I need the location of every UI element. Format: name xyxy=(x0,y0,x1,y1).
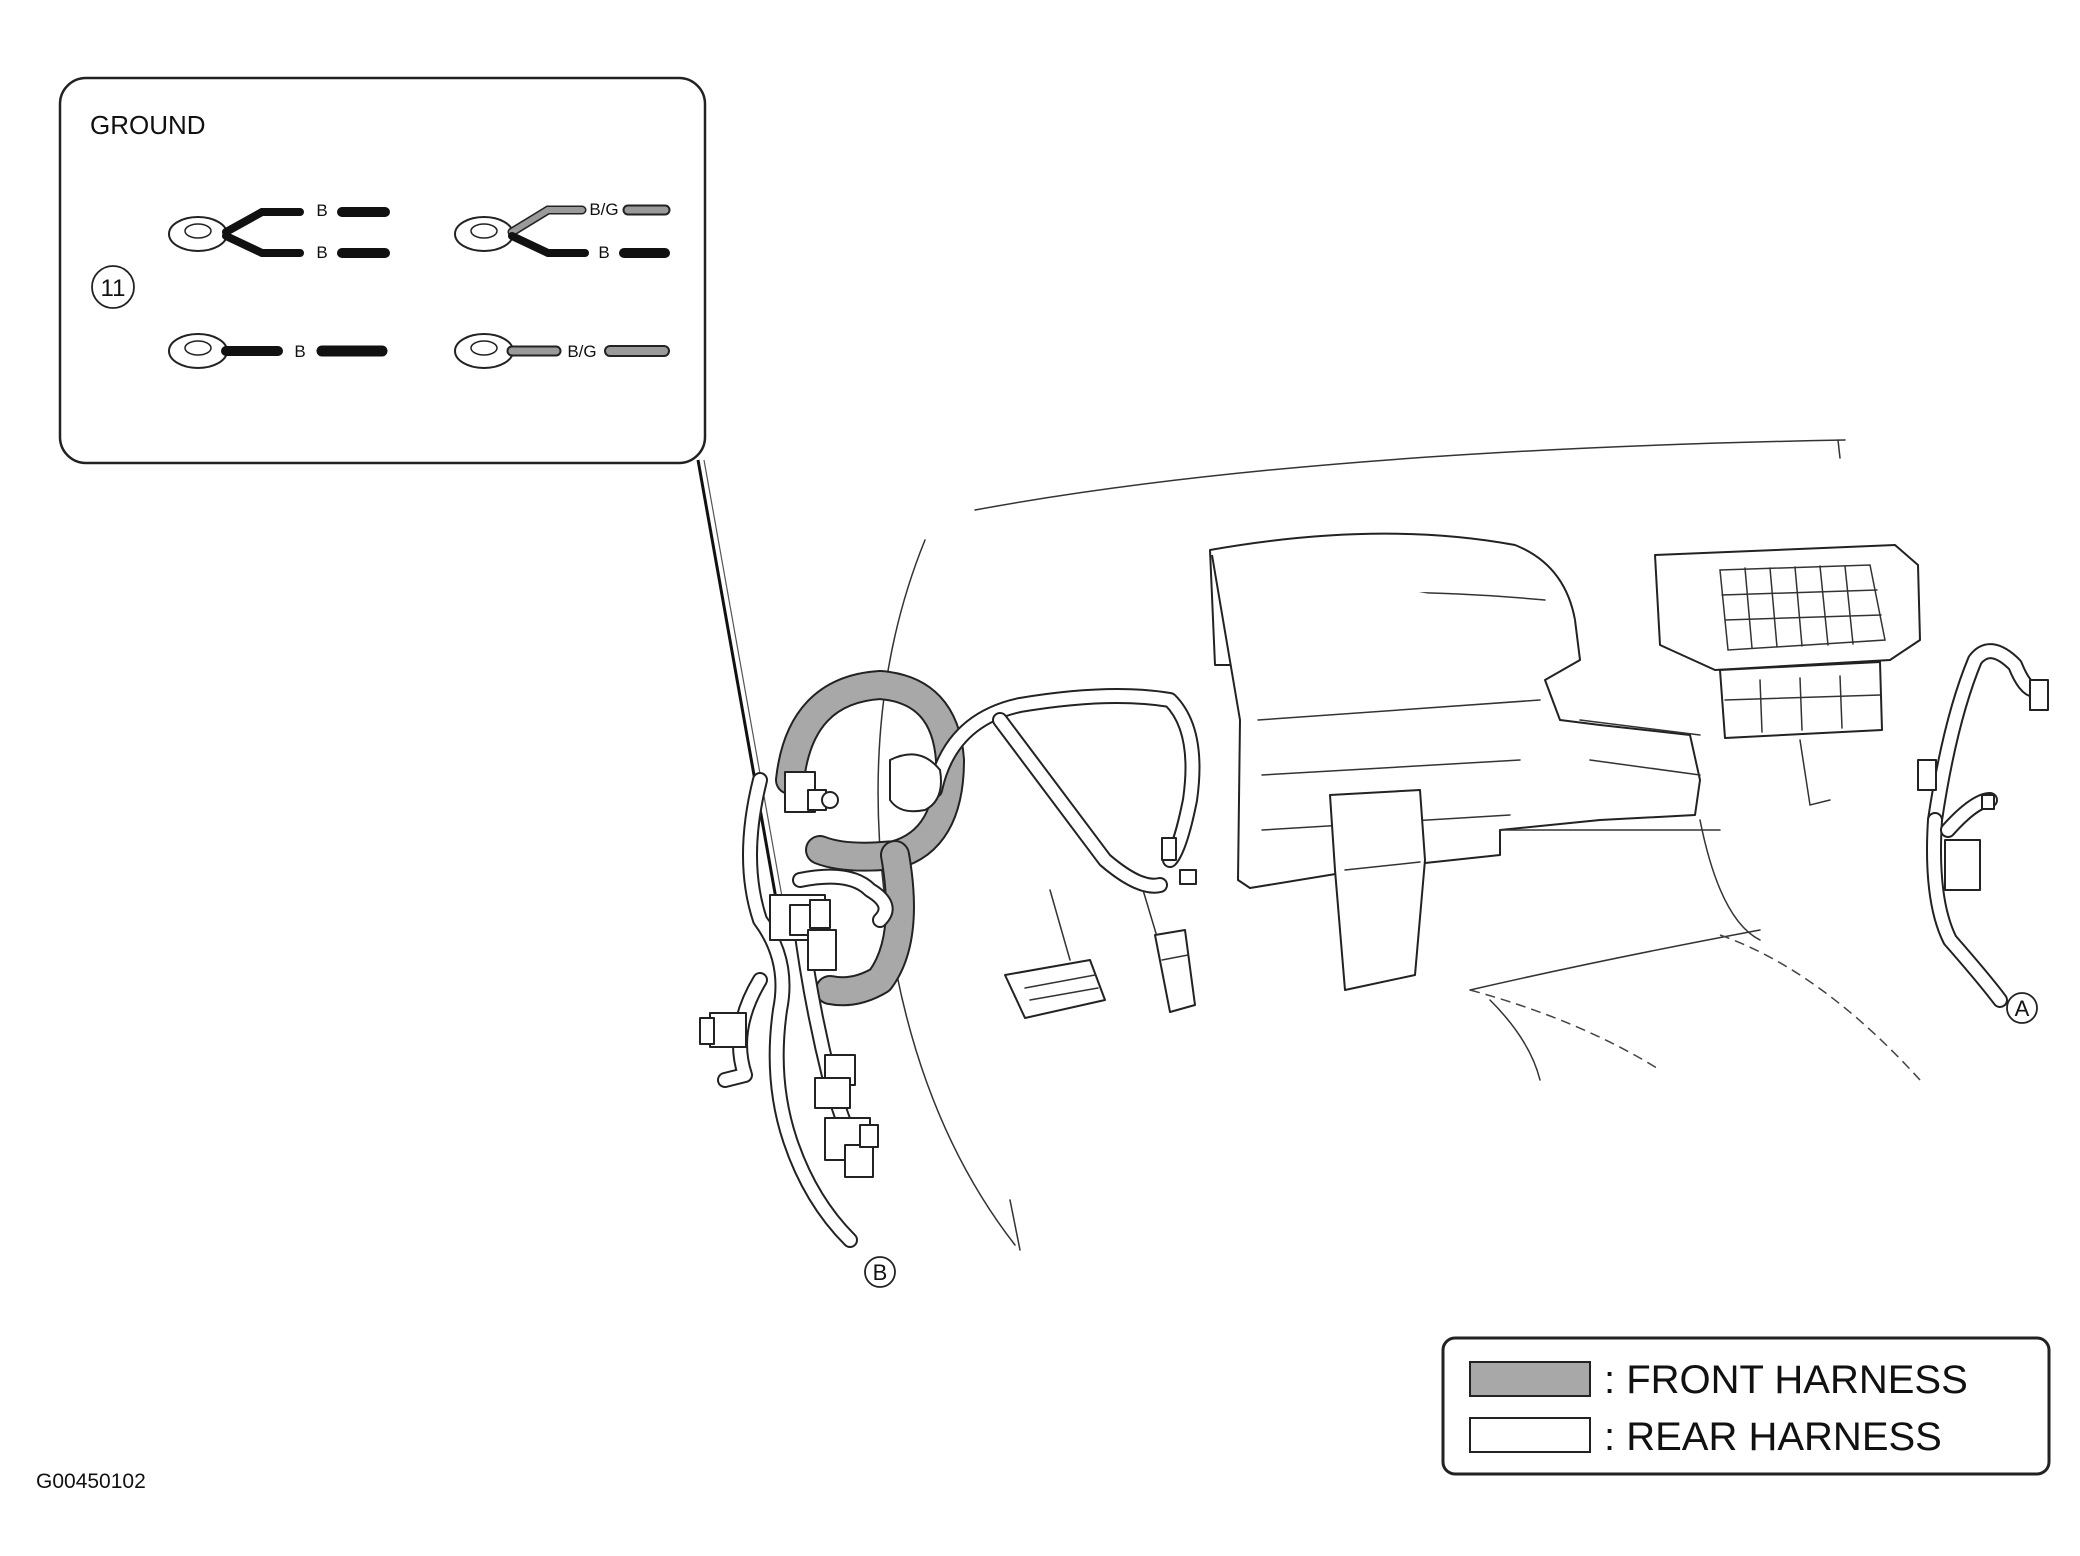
rear-harness-pedal xyxy=(994,714,1166,892)
rear-harness-right-upper xyxy=(1929,645,2041,826)
callout-a-label: A xyxy=(2015,996,2030,1021)
wire-label-2b: B xyxy=(598,243,609,262)
ground-wire-1b xyxy=(222,232,304,257)
callout-11-label: 11 xyxy=(101,275,126,302)
rear-harness-upper xyxy=(929,690,1199,866)
wire-label-2a: B/G xyxy=(589,200,618,219)
rear-harness-left xyxy=(744,774,856,1246)
ground-wire-2b xyxy=(508,232,589,257)
wire-label-1a: B xyxy=(316,201,327,220)
inset-title: GROUND xyxy=(90,110,206,140)
rear-harness-right-lower xyxy=(1928,814,2006,1006)
ground-terminal-1: B B xyxy=(168,201,390,262)
legend: : FRONT HARNESS : REAR HARNESS xyxy=(1441,1336,2051,1476)
wire-label-4: B/G xyxy=(567,342,596,361)
legend-front-label: : FRONT HARNESS xyxy=(1604,1358,1968,1402)
connectors xyxy=(699,679,2049,1178)
wire-label-1b: B xyxy=(316,243,327,262)
legend-rear-swatch xyxy=(1469,1417,1591,1453)
wire-label-3: B xyxy=(294,342,305,361)
inset-leader-line xyxy=(696,459,785,911)
ground-terminal-2: B/G B xyxy=(454,200,671,262)
ground-wire-1a xyxy=(222,208,304,236)
callout-11: 11 xyxy=(91,265,135,309)
ground-terminal-4: B/G xyxy=(454,333,670,369)
front-harness-lower xyxy=(817,842,913,1005)
callout-a: A xyxy=(2006,992,2038,1024)
ground-inset: GROUND 11 B B B/G B xyxy=(58,76,707,465)
figure-code: G00450102 xyxy=(36,1470,146,1493)
vent-grille xyxy=(1719,564,1886,651)
callout-b-label: B xyxy=(873,1260,888,1285)
dashboard-outline xyxy=(877,439,1921,1251)
rear-harness-junction xyxy=(794,870,892,926)
ground-wire-2a xyxy=(509,207,585,235)
legend-front-swatch xyxy=(1469,1361,1591,1397)
legend-rear-label: : REAR HARNESS xyxy=(1604,1415,1942,1459)
ground-terminal-3: B xyxy=(168,333,388,369)
pedals xyxy=(1004,879,1196,1019)
callout-b: B xyxy=(864,1256,896,1288)
